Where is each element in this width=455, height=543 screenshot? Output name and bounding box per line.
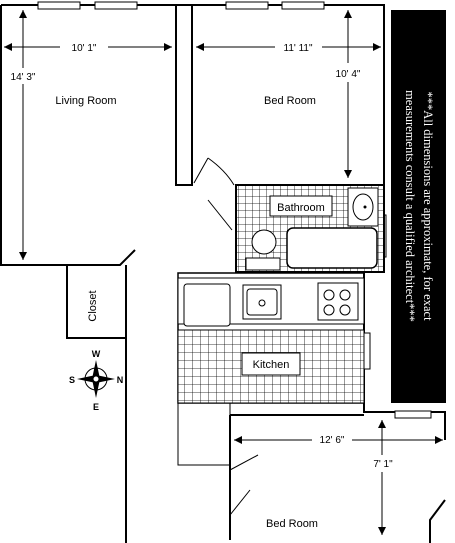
bathroom	[235, 184, 385, 273]
window-living-2	[94, 1, 138, 10]
arrow-right	[373, 43, 381, 51]
compass-n: N	[117, 375, 124, 385]
arrow-left	[4, 43, 12, 51]
toilet	[251, 229, 277, 255]
living-room-label: Living Room	[55, 95, 116, 107]
toilet-tank	[245, 257, 281, 271]
bathtub	[286, 227, 378, 269]
disclaimer-line-1: ***All dimensions are approximate, for e…	[421, 91, 435, 321]
bed-door-leaf	[229, 454, 259, 471]
compass-icon	[77, 360, 115, 398]
kitchen-sink-drain	[258, 299, 266, 307]
kitchen-label-box	[241, 352, 301, 376]
stove-burner-4	[339, 304, 351, 316]
stove-burner-2	[339, 289, 351, 301]
stove-burner-3	[323, 304, 335, 316]
window-bed-bottom	[394, 410, 432, 419]
arrow-up	[344, 10, 352, 18]
refrigerator	[183, 283, 231, 327]
arrow-down	[378, 527, 386, 535]
window-bed-1	[225, 1, 269, 10]
window-bed-2	[281, 1, 325, 10]
arrow-left	[196, 43, 204, 51]
arrow-right	[435, 436, 443, 444]
arrow-right	[164, 43, 172, 51]
arrow-down	[19, 252, 27, 260]
bathroom-label-box	[269, 195, 333, 217]
disclaimer-line-2: measurements consult a qualified archite…	[403, 90, 417, 322]
door-leaf	[193, 157, 209, 184]
bed-bottom-right-wall	[429, 499, 446, 543]
arrow-left	[234, 436, 242, 444]
arrow-down	[344, 170, 352, 178]
living-left-wall	[0, 5, 136, 266]
bed-bottom-length-label: 7' 1"	[373, 459, 393, 470]
kitchen	[177, 272, 371, 466]
bed-top-length-label: 10' 4"	[336, 69, 361, 80]
stove	[317, 282, 359, 321]
kitchen-pantry	[177, 402, 231, 466]
bed-room-bottom-label: Bed Room	[266, 518, 318, 530]
arrow-up	[378, 420, 386, 428]
compass-s: S	[69, 375, 75, 385]
window-living-1	[37, 1, 81, 10]
bath-door-leaf	[207, 199, 233, 231]
stove-burner-1	[323, 289, 335, 301]
dimension-lines	[4, 10, 443, 535]
compass-e: E	[93, 402, 99, 412]
disclaimer-panel	[391, 10, 446, 403]
door-arc	[207, 157, 235, 186]
arrow-up	[19, 10, 27, 18]
closet-label: Closet	[87, 290, 99, 321]
living-width-label: 10' 1"	[72, 43, 97, 54]
sink-drain	[363, 205, 367, 209]
kitchen-window	[363, 332, 371, 370]
bathroom-label: Bathroom	[277, 202, 325, 214]
living-length-label: 14' 3"	[11, 72, 36, 83]
bed-bottom-width-label: 12' 6"	[320, 435, 345, 446]
bed-door-leaf-2	[229, 489, 251, 516]
bed-top-width-label: 11' 11"	[284, 43, 313, 54]
kitchen-label: Kitchen	[253, 359, 290, 371]
sink-basin	[352, 193, 374, 221]
partition-wall	[175, 5, 193, 186]
compass-w: W	[92, 349, 101, 359]
bed-room-top-label: Bed Room	[264, 95, 316, 107]
